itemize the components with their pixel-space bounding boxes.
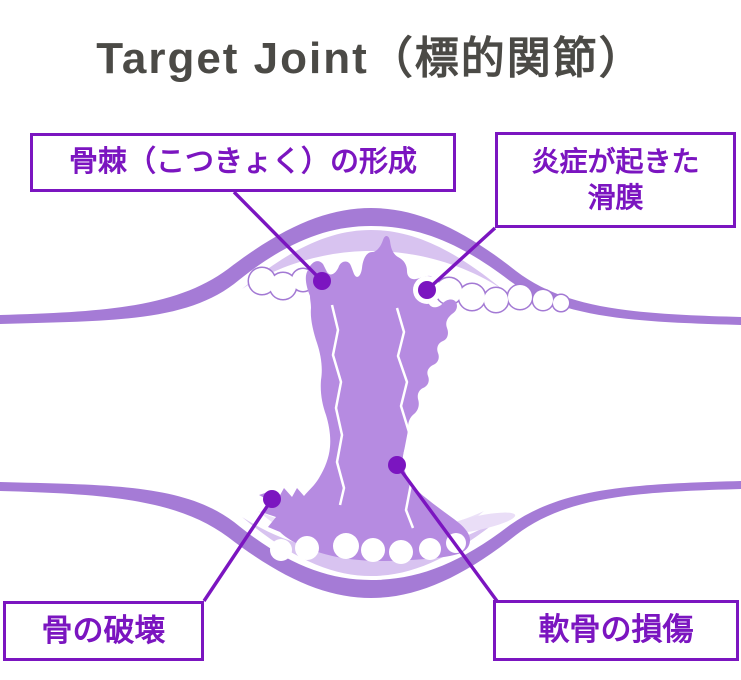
- inflamed-synovium-label: 炎症が起きた 滑膜: [531, 145, 700, 213]
- page-title: Target Joint（標的関節）: [96, 34, 645, 83]
- synovium-cloud-left: [247, 266, 316, 301]
- callout-line-bone-destruction: [202, 498, 274, 602]
- label-box-bone-spur: 骨棘（こつきょく）の形成: [30, 133, 456, 192]
- callout-line-synovium: [425, 226, 497, 292]
- label-box-inflamed-synovium: 炎症が起きた 滑膜: [495, 132, 736, 228]
- cartilage-crack-lines: [330, 304, 415, 529]
- callout-line-bone-spur: [232, 190, 324, 283]
- callout-line-cartilage: [395, 463, 499, 603]
- callout-dot-bone-spur: [313, 272, 331, 290]
- callout-dot-synovium: [418, 281, 436, 299]
- label-box-cartilage-damage: 軟骨の損傷: [493, 600, 739, 661]
- upper-synovial-lining: [242, 230, 502, 289]
- lower-joint-capsule: [0, 481, 741, 598]
- bone-spur-label: 骨棘（こつきょく）の形成: [68, 145, 417, 178]
- bone-destruction-label: 骨の破壊: [41, 612, 166, 648]
- callout-dot-cartilage: [388, 456, 406, 474]
- callout-dot-bone-destruction: [263, 490, 281, 508]
- damaged-bone: [259, 235, 470, 562]
- label-box-bone-destruction: 骨の破壊: [3, 601, 204, 661]
- synovium-cloud-right: [434, 276, 571, 314]
- cartilage-damage-label: 軟骨の損傷: [538, 612, 694, 648]
